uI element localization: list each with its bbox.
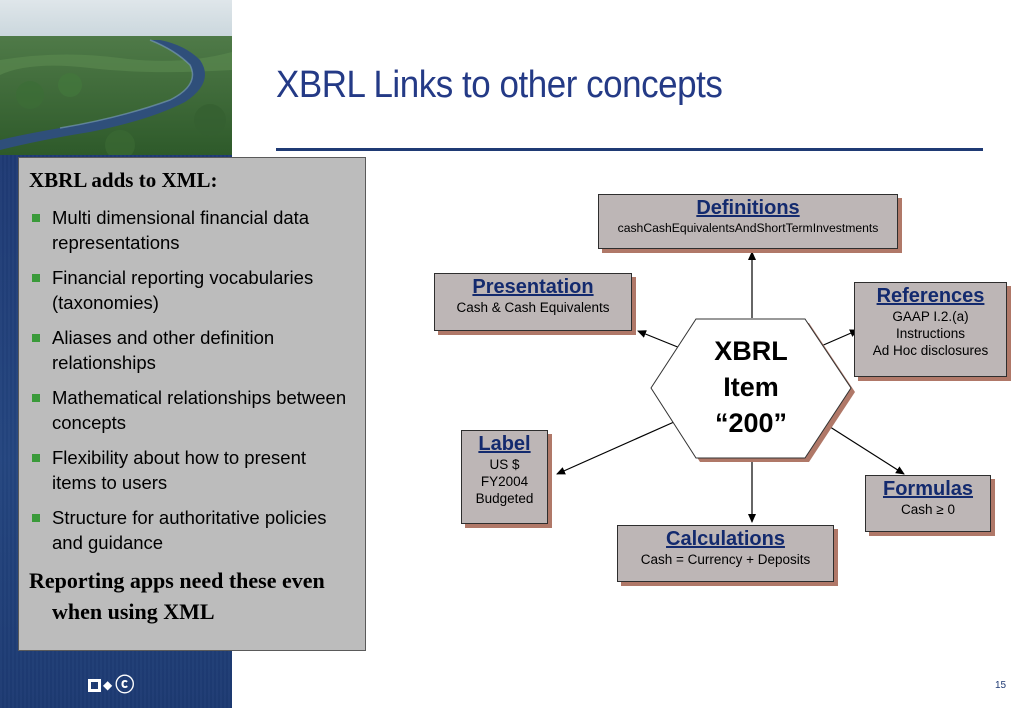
square-bullet-icon [32,454,40,462]
list-item-text: Financial reporting vocabularies (taxono… [52,267,314,313]
list-item-text: Aliases and other definition relationshi… [52,327,275,373]
list-item-text: Flexibility about how to present items t… [52,447,306,493]
pwc-logo: ◆ⓒ [88,670,135,697]
calculations-title: Calculations [666,528,785,550]
label-line: US $ [489,457,520,472]
features-textbox: XBRL adds to XML: Multi dimensional fina… [18,157,366,651]
presentation-title: Presentation [472,276,594,298]
calculations-node: Calculations Cash = Currency + Deposits [617,525,834,582]
formulas-node: Formulas Cash ≥ 0 [865,475,991,532]
presentation-line: Cash & Cash Equivalents [456,300,610,315]
list-item: Financial reporting vocabularies (taxono… [29,265,355,315]
list-item-text: Structure for authoritative policies and… [52,507,327,553]
list-item: Structure for authoritative policies and… [29,505,355,555]
list-item-text: Mathematical relationships between conce… [52,387,347,433]
logo-c-icon: ⓒ [115,674,136,696]
square-bullet-icon [32,334,40,342]
calculations-line: Cash = Currency + Deposits [640,552,811,567]
page-number: 15 [995,680,1007,691]
definitions-line: cashCashEquivalentsAndShortTermInvestmen… [617,221,879,235]
slide-title: XBRL Links to other concepts [276,64,723,106]
logo-diamond-icon: ◆ [103,678,114,692]
arrow-to-formulas [826,424,905,475]
logo-square-icon [88,679,101,692]
label-line: Budgeted [475,491,534,506]
center-line-3: “200” [714,408,788,438]
formulas-line: Cash ≥ 0 [901,502,955,517]
definitions-node: Definitions cashCashEquivalentsAndShortT… [598,194,898,249]
xbrl-item-hexagon [650,318,852,459]
title-underline [276,148,983,151]
square-bullet-icon [32,514,40,522]
square-bullet-icon [32,214,40,222]
list-item: Multi dimensional financial data represe… [29,205,355,255]
square-bullet-icon [32,274,40,282]
center-line-1: XBRL [714,336,788,366]
label-title: Label [478,433,531,455]
textbox-footer: Reporting apps need these even when usin… [29,568,325,624]
list-item: Aliases and other definition relationshi… [29,325,355,375]
arrow-to-label [556,421,675,475]
list-item: Mathematical relationships between conce… [29,385,355,435]
references-line: Ad Hoc disclosures [872,343,989,358]
presentation-node: Presentation Cash & Cash Equivalents [434,273,632,331]
references-line: GAAP I.2.(a) [892,309,969,324]
definitions-title: Definitions [696,197,800,219]
list-item-text: Multi dimensional financial data represe… [52,207,310,253]
references-title: References [876,285,985,307]
square-bullet-icon [32,394,40,402]
label-line: FY2004 [480,474,529,489]
rainforest-photo [0,0,232,155]
feature-list: Multi dimensional financial data represe… [29,205,355,555]
references-node: References GAAP I.2.(a) Instructions Ad … [854,282,1007,377]
xbrl-item-label: XBRL Item “200” [676,333,826,441]
textbox-heading: XBRL adds to XML: [29,168,218,192]
center-line-2: Item [723,372,779,402]
list-item: Flexibility about how to present items t… [29,445,355,495]
label-node: Label US $ FY2004 Budgeted [461,430,548,524]
references-line: Instructions [895,326,966,341]
formulas-title: Formulas [882,478,974,500]
